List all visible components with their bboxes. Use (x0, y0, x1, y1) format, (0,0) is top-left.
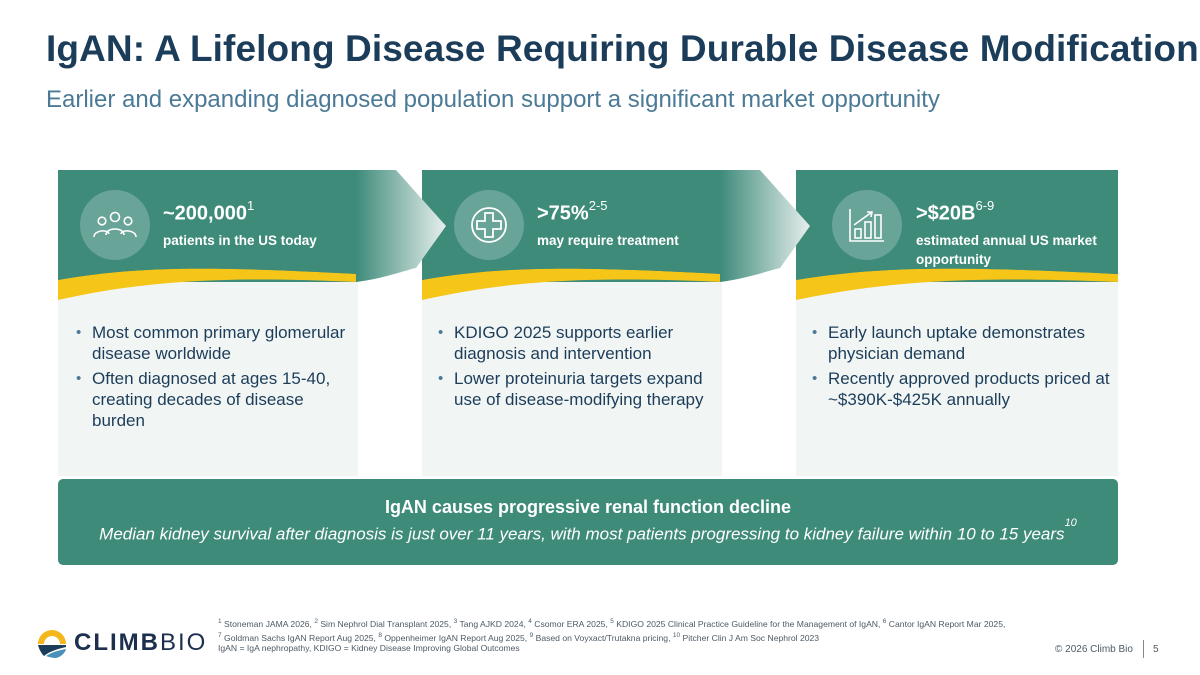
banner-text: Median kidney survival after diagnosis i… (99, 517, 1077, 544)
stat-card-patients: ~200,0001 patients in the US today Most … (58, 170, 358, 476)
summary-banner: IgAN causes progressive renal function d… (58, 479, 1118, 565)
bullet-list: Most common primary glomerular disease w… (76, 322, 346, 435)
stat-value: ~200,0001 (163, 198, 255, 225)
stat-label: estimated annual US market opportunity (916, 233, 1097, 267)
people-icon (80, 190, 150, 260)
company-logo: CLIMBBIO (36, 628, 207, 658)
bar-chart-growth-icon (832, 190, 902, 260)
stat-value: >75%2-5 (537, 198, 608, 225)
abbreviations-note: IgAN = IgA nephropathy, KDIGO = Kidney D… (218, 643, 520, 653)
footer-divider (1143, 640, 1144, 658)
bullet-item: Often diagnosed at ages 15-40, creating … (76, 368, 346, 431)
card-header (796, 170, 1118, 300)
wave-divider (422, 266, 722, 300)
copyright: © 2026 Climb Bio (1055, 644, 1133, 655)
bullet-list: KDIGO 2025 supports earlier diagnosis an… (438, 322, 718, 414)
stat-label: may require treatment (537, 233, 679, 248)
banner-title: IgAN causes progressive renal function d… (384, 497, 792, 517)
bullet-item: Lower proteinuria targets expand use of … (438, 368, 718, 410)
stat-card-treatment: >75%2-5 may require treatment KDIGO 2025… (422, 170, 722, 476)
medical-cross-icon (454, 190, 524, 260)
slide-title: IgAN: A Lifelong Disease Requiring Durab… (46, 28, 1199, 69)
bullet-item: Early launch uptake demonstrates physici… (812, 322, 1112, 364)
arrow-connector-2 (720, 170, 810, 282)
stat-card-market: >$20B6-9 estimated annual US market oppo… (796, 170, 1118, 476)
logo-text: CLIMBBIO (74, 629, 208, 656)
card-header (58, 170, 358, 300)
wave-divider (796, 266, 1118, 300)
stat-label: patients in the US today (163, 233, 317, 248)
stat-value: >$20B6-9 (916, 198, 995, 225)
logo-mark-icon (38, 630, 66, 658)
arrow-connector-1 (356, 170, 446, 282)
page-number: 5 (1153, 644, 1159, 655)
bullet-item: KDIGO 2025 supports earlier diagnosis an… (438, 322, 718, 364)
bullet-list: Early launch uptake demonstrates physici… (812, 322, 1112, 414)
wave-divider (58, 266, 358, 300)
bullet-item: Most common primary glomerular disease w… (76, 322, 346, 364)
slide-subtitle: Earlier and expanding diagnosed populati… (46, 86, 940, 113)
footnotes: 1 Stoneman JAMA 2026, 2 Sim Nephrol Dial… (218, 618, 1006, 643)
bullet-item: Recently approved products priced at ~$3… (812, 368, 1112, 410)
